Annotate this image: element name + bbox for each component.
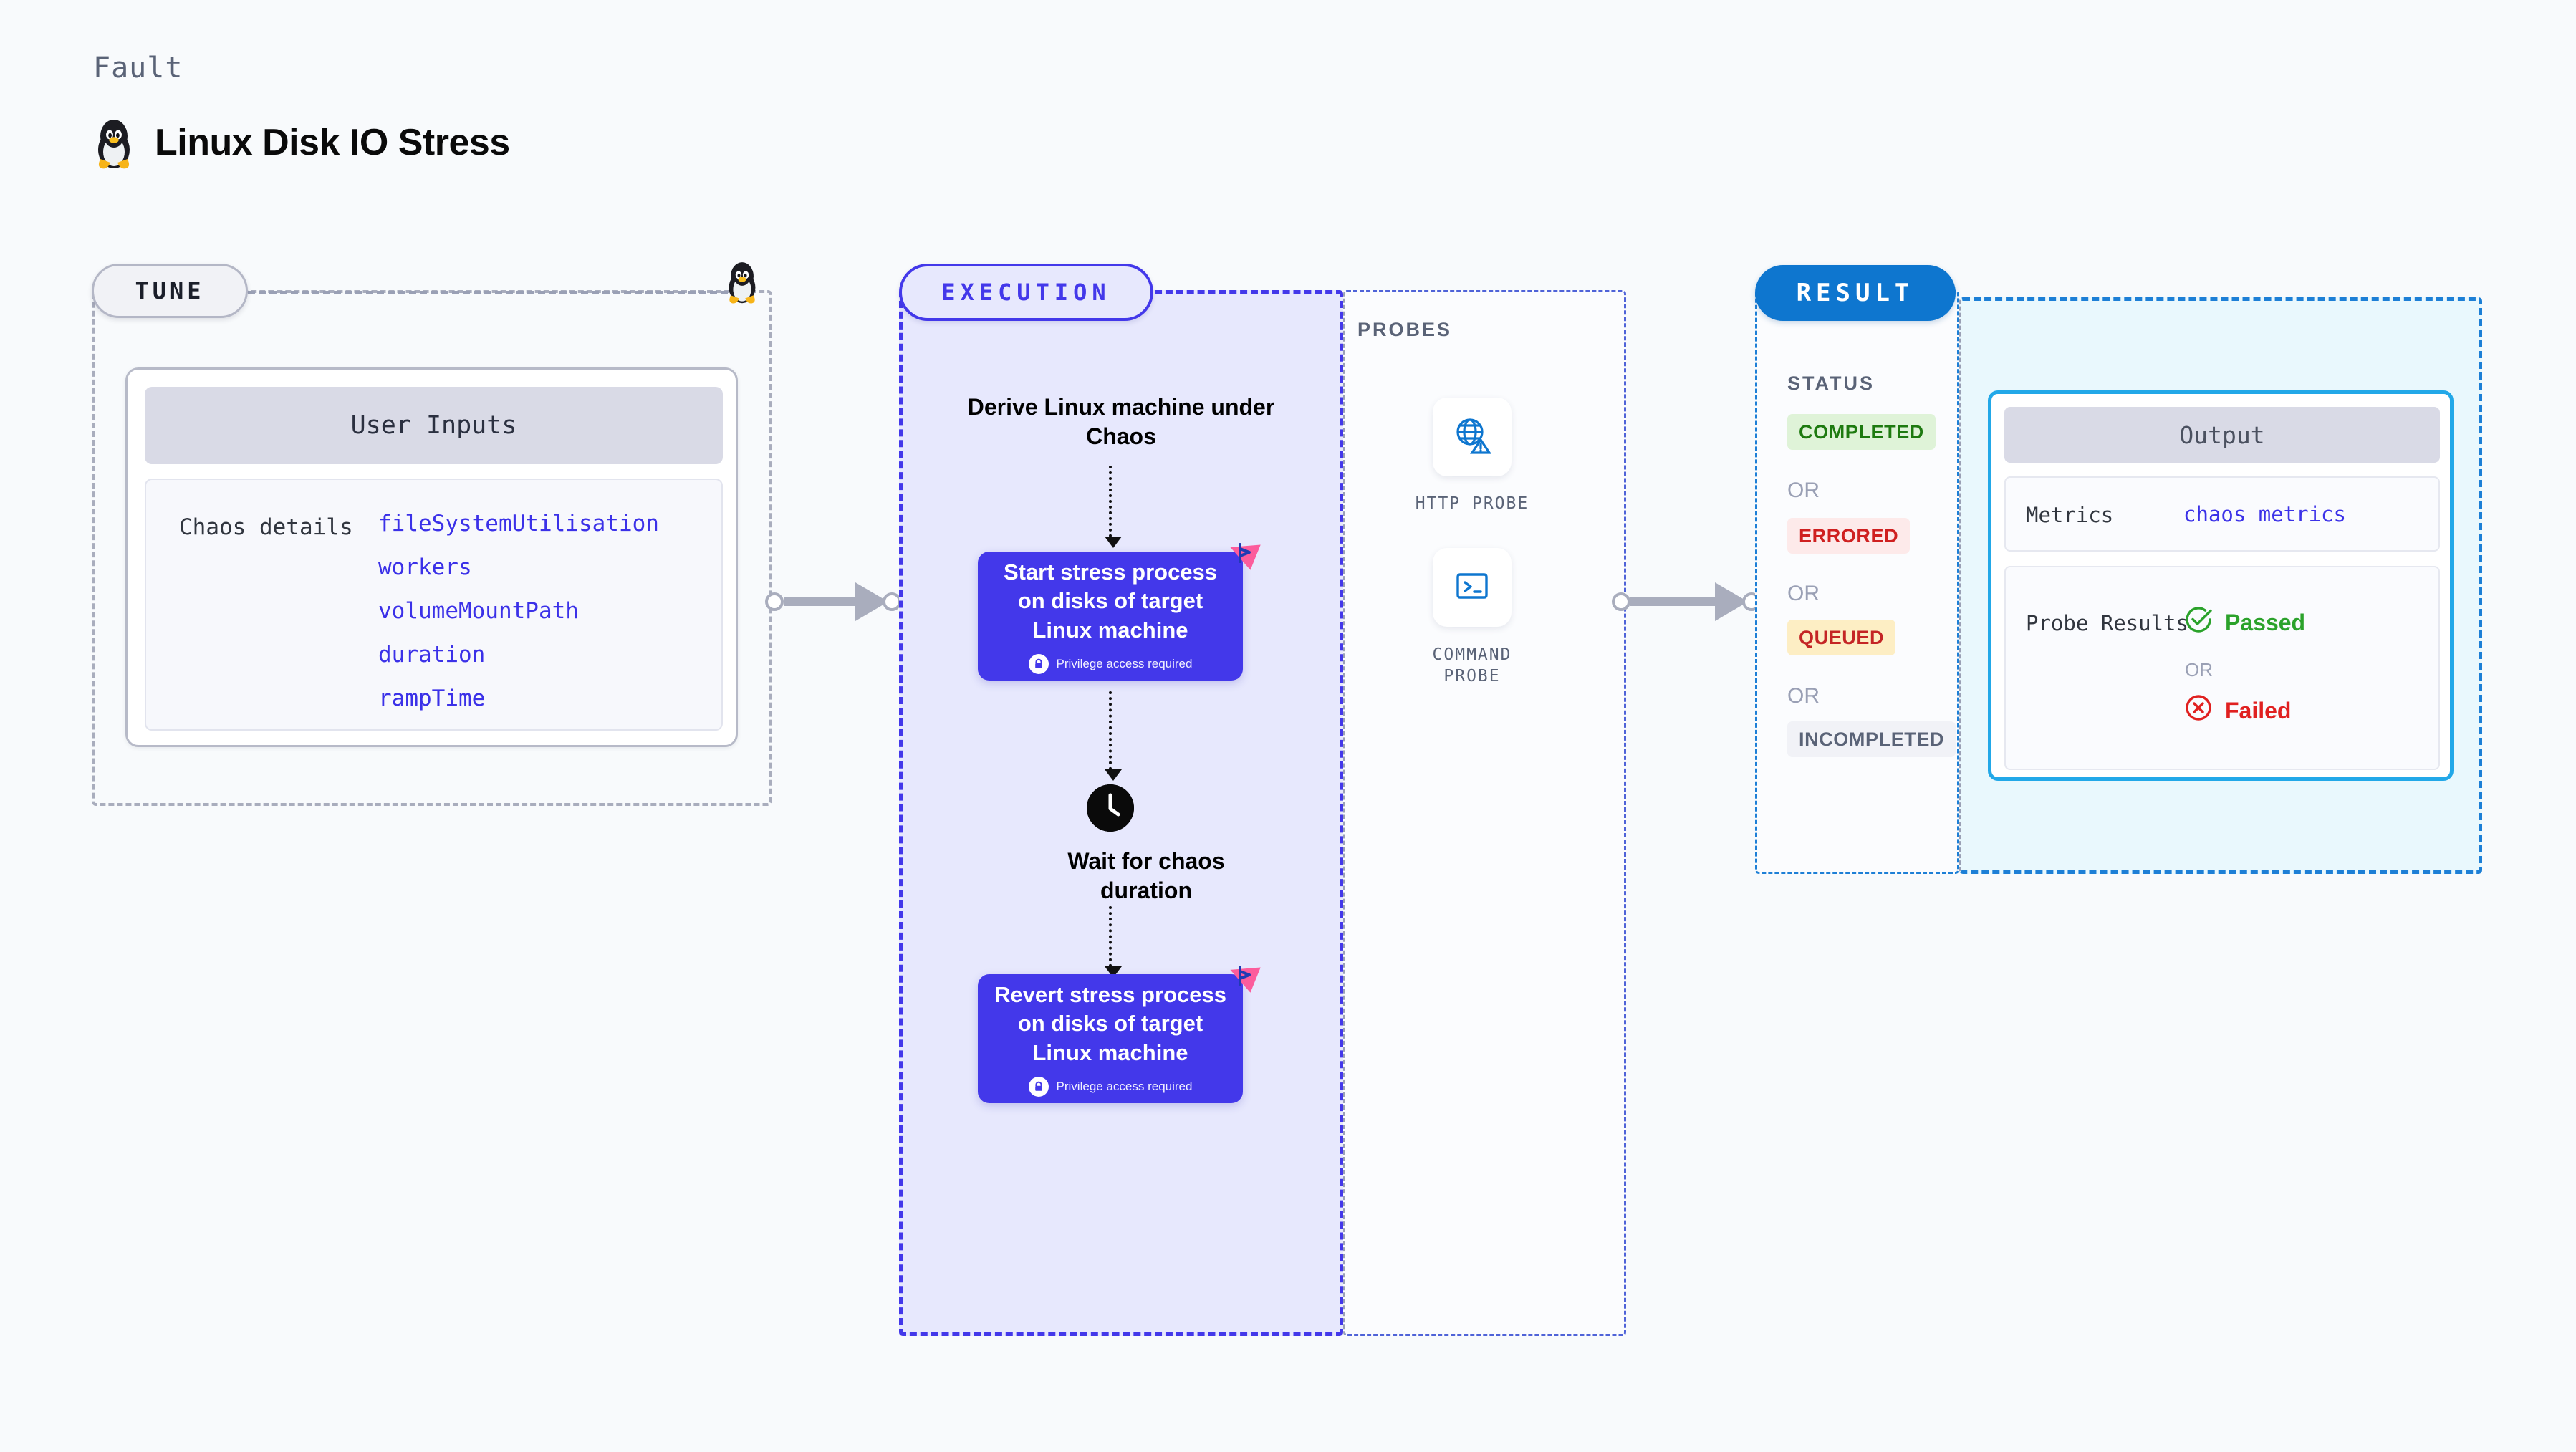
page-title: Linux Disk IO Stress — [92, 115, 510, 170]
chaos-flag-icon — [1220, 533, 1261, 578]
output-header: Output — [2004, 407, 2440, 463]
lock-icon — [1028, 653, 1049, 674]
tune-connector-line — [248, 291, 749, 294]
linux-penguin-icon — [92, 115, 136, 170]
revert-stress-node-title: Revert stress process on disks of target… — [994, 982, 1226, 1065]
privilege-note: Privilege access required — [1028, 653, 1193, 674]
lock-icon — [1028, 1076, 1049, 1097]
terminal-icon — [1451, 564, 1494, 611]
param-item[interactable]: fileSystemUtilisation — [378, 511, 659, 537]
or-separator: OR — [1787, 582, 1820, 605]
privilege-note-text: Privilege access required — [1056, 656, 1193, 670]
check-circle-icon — [2183, 605, 2214, 640]
or-separator: OR — [2185, 659, 2213, 681]
globe-warning-icon — [1449, 413, 1495, 462]
chaos-details-label: Chaos details — [179, 514, 353, 540]
privilege-note-text: Privilege access required — [1056, 1079, 1193, 1093]
start-stress-node[interactable]: Start stress process on disks of target … — [978, 543, 1261, 681]
result-pill[interactable]: RESULT — [1755, 265, 1956, 321]
connector-execution-to-result — [1612, 582, 1777, 621]
user-inputs-header: User Inputs — [145, 387, 723, 464]
probe-result-failed: Failed — [2183, 693, 2291, 729]
x-circle-icon — [2183, 693, 2214, 729]
failed-label: Failed — [2225, 697, 2292, 723]
linux-penguin-icon-tune — [724, 258, 761, 309]
probes-section-label: PROBES — [1357, 319, 1453, 340]
status-badge-queued: QUEUED — [1787, 620, 1896, 655]
fault-kicker: Fault — [93, 52, 183, 85]
probes-panel — [1343, 290, 1626, 1336]
start-stress-node-title: Start stress process on disks of target … — [1003, 559, 1218, 643]
clock-icon — [1087, 784, 1134, 832]
connector-dot — [1612, 592, 1630, 611]
command-probe-card[interactable] — [1433, 548, 1512, 627]
http-probe-label: HTTP PROBE — [1415, 494, 1529, 513]
revert-stress-node[interactable]: Revert stress process on disks of target… — [978, 966, 1261, 1103]
or-separator: OR — [1787, 684, 1820, 708]
flow-arrow-1 — [1105, 466, 1122, 548]
tune-pill[interactable]: TUNE — [92, 264, 248, 318]
page-title-text: Linux Disk IO Stress — [155, 122, 510, 163]
flow-arrow-3 — [1105, 906, 1122, 978]
metrics-row: Metrics chaos metrics — [2004, 476, 2440, 552]
chaos-details-params: fileSystemUtilisation workers volumeMoun… — [378, 513, 659, 710]
connector-tune-to-execution — [765, 582, 912, 621]
probe-results-row: Probe Results Passed OR F — [2004, 566, 2440, 770]
result-status-panel — [1755, 290, 1959, 874]
probe-result-passed: Passed — [2183, 605, 2305, 640]
flow-arrow-2 — [1105, 691, 1122, 781]
wait-for-duration-step: Wait for chaos duration — [1067, 848, 1225, 903]
param-item[interactable]: rampTime — [378, 686, 486, 711]
probe-results-key: Probe Results — [2026, 611, 2188, 635]
param-item[interactable]: duration — [378, 642, 486, 668]
connector-dot — [883, 592, 901, 611]
passed-label: Passed — [2225, 609, 2306, 635]
status-badge-errored: ERRORED — [1787, 518, 1911, 554]
or-separator: OR — [1787, 479, 1820, 502]
chaos-details-box: Chaos details fileSystemUtilisation work… — [145, 479, 723, 731]
connector-dot — [765, 592, 784, 611]
param-item[interactable]: workers — [378, 554, 472, 580]
derive-machine-step: Derive Linux machine under Chaos — [967, 394, 1275, 449]
param-item[interactable]: volumeMountPath — [378, 598, 579, 624]
metrics-key: Metrics — [2026, 503, 2114, 527]
output-card: Output Metrics chaos metrics Probe Resul… — [1988, 390, 2454, 781]
connector-bar — [1630, 597, 1715, 606]
user-inputs-card: User Inputs Chaos details fileSystemUtil… — [125, 367, 738, 747]
execution-pill[interactable]: EXECUTION — [899, 264, 1153, 321]
metrics-value-link[interactable]: chaos metrics — [2183, 502, 2346, 527]
connector-bar — [784, 597, 855, 606]
chaos-flag-icon — [1220, 956, 1261, 1001]
status-badge-completed: COMPLETED — [1787, 414, 1936, 450]
http-probe-card[interactable] — [1433, 398, 1512, 476]
status-section-label: STATUS — [1787, 372, 1875, 394]
privilege-note: Privilege access required — [1028, 1076, 1193, 1097]
command-probe-label: COMMAND PROBE — [1432, 645, 1512, 686]
status-badge-incompleted: INCOMPLETED — [1787, 721, 1956, 757]
